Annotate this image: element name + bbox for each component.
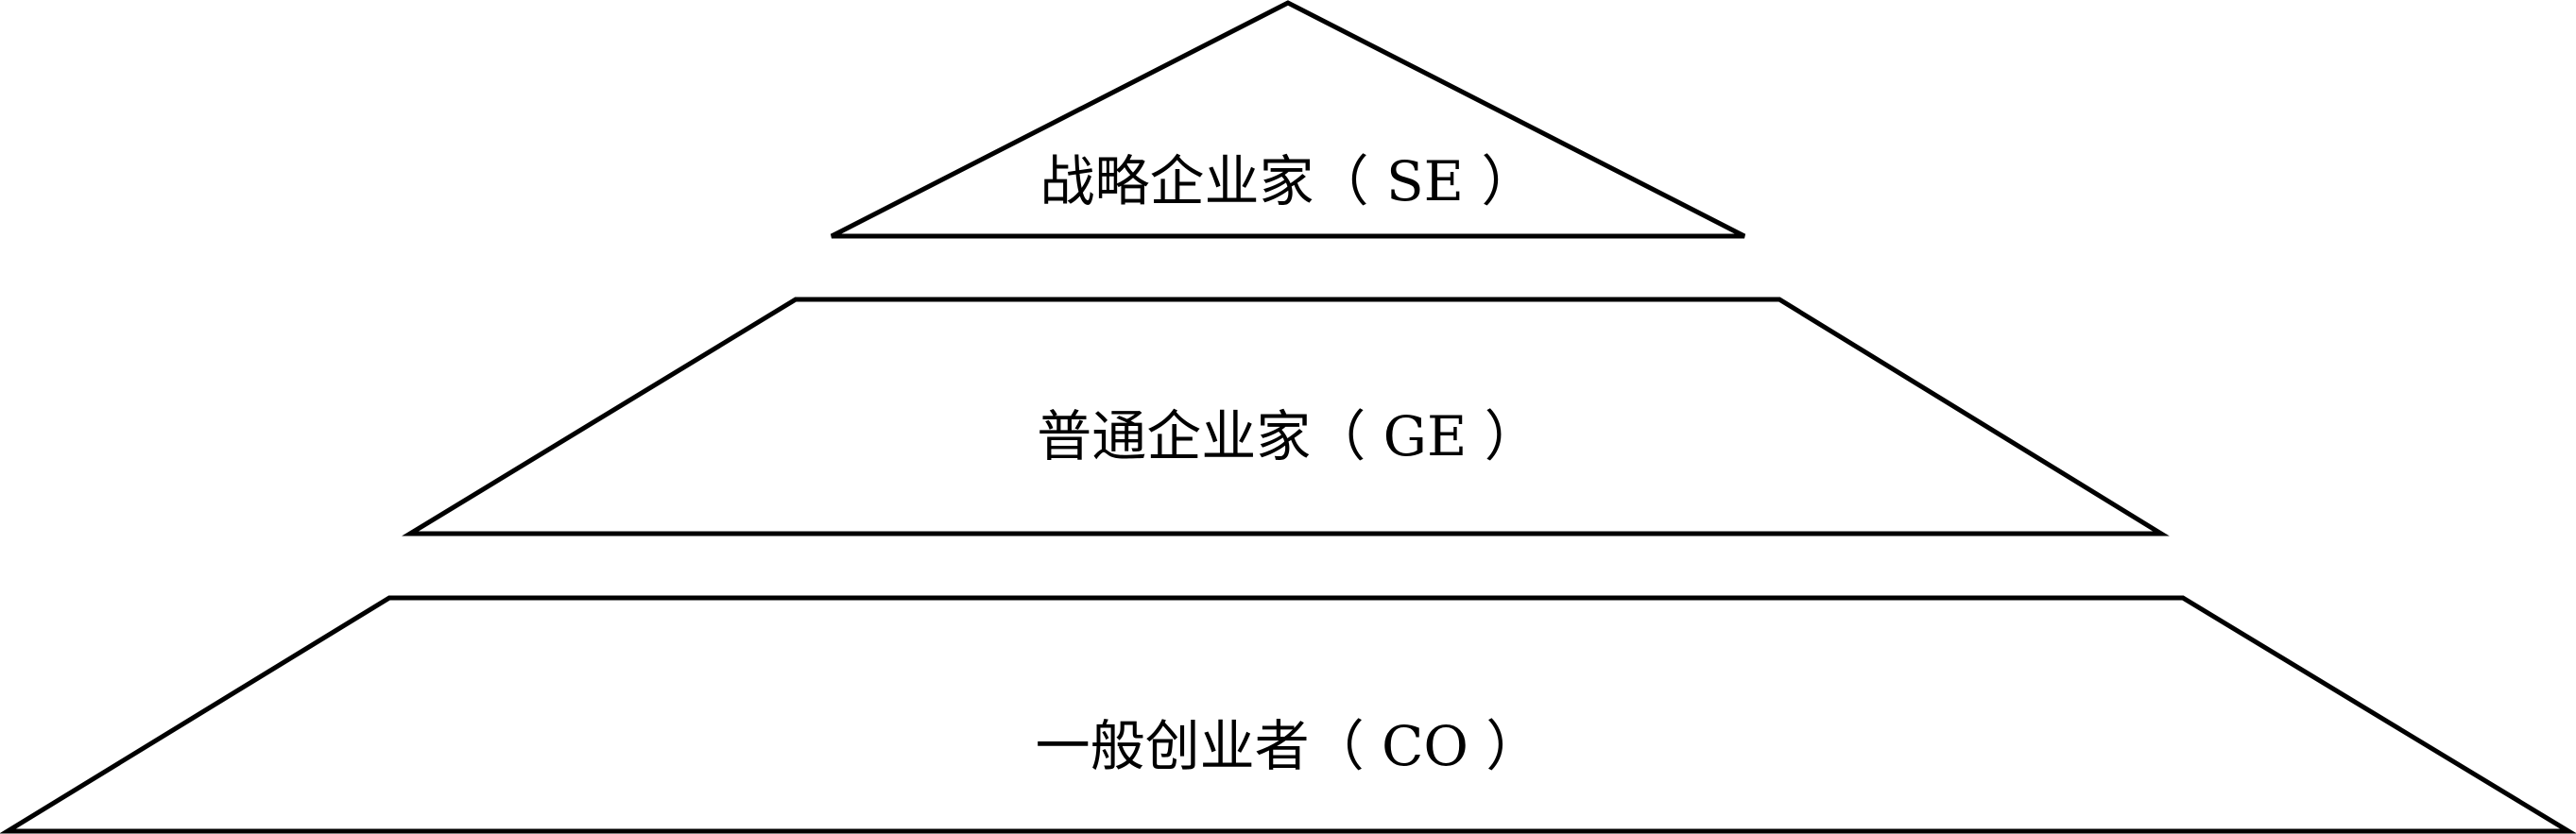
tier-middle-label: 普通企业家（ GE ） (1037, 404, 1539, 468)
tier-top-triangle (830, 0, 1746, 239)
tier-common-founder: 一般创业者（ CO ） (0, 595, 2576, 834)
tier-bottom-label: 一般创业者（ CO ） (1036, 714, 1541, 778)
tier-top-label: 战略企业家（ SE ） (1040, 149, 1537, 213)
tier-general-entrepreneur: 普通企业家（ GE ） (402, 297, 2170, 536)
tier-middle-trapezoid (402, 297, 2170, 536)
tier-bottom-trapezoid (0, 595, 2576, 834)
tier-strategic-entrepreneur: 战略企业家（ SE ） (830, 0, 1746, 239)
